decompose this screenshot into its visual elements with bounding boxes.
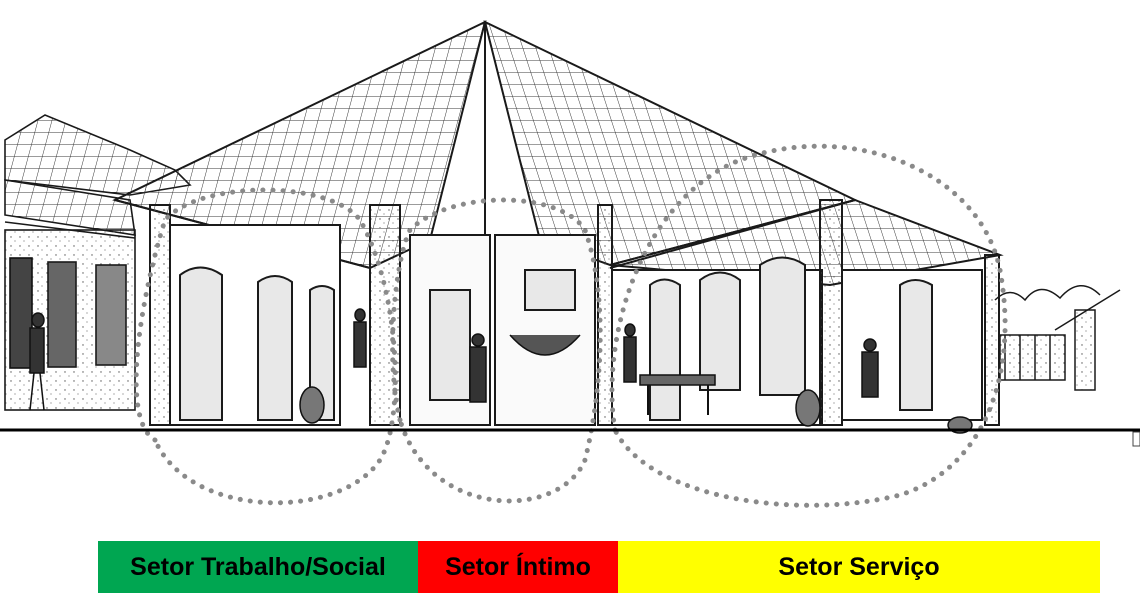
legend-setor-intimo: Setor Íntimo [418,541,618,593]
zone-outlines [133,143,1008,508]
ground-line-end-marker [1132,431,1140,447]
right-garden [994,285,1121,391]
left-building [4,114,192,411]
legend-setor-social-label: Setor Trabalho/Social [130,552,386,581]
zone-outline-social [133,187,398,506]
main-roof [112,20,1004,287]
zone-outline-servico [609,143,1008,508]
legend-setor-servico-label: Setor Serviço [778,552,940,581]
legend-setor-social: Setor Trabalho/Social [98,541,418,593]
doorways [179,256,933,421]
legend-setor-servico: Setor Serviço [618,541,1100,593]
zone-outline-intimo [390,197,603,504]
legend-setor-intimo-label: Setor Íntimo [445,552,591,581]
